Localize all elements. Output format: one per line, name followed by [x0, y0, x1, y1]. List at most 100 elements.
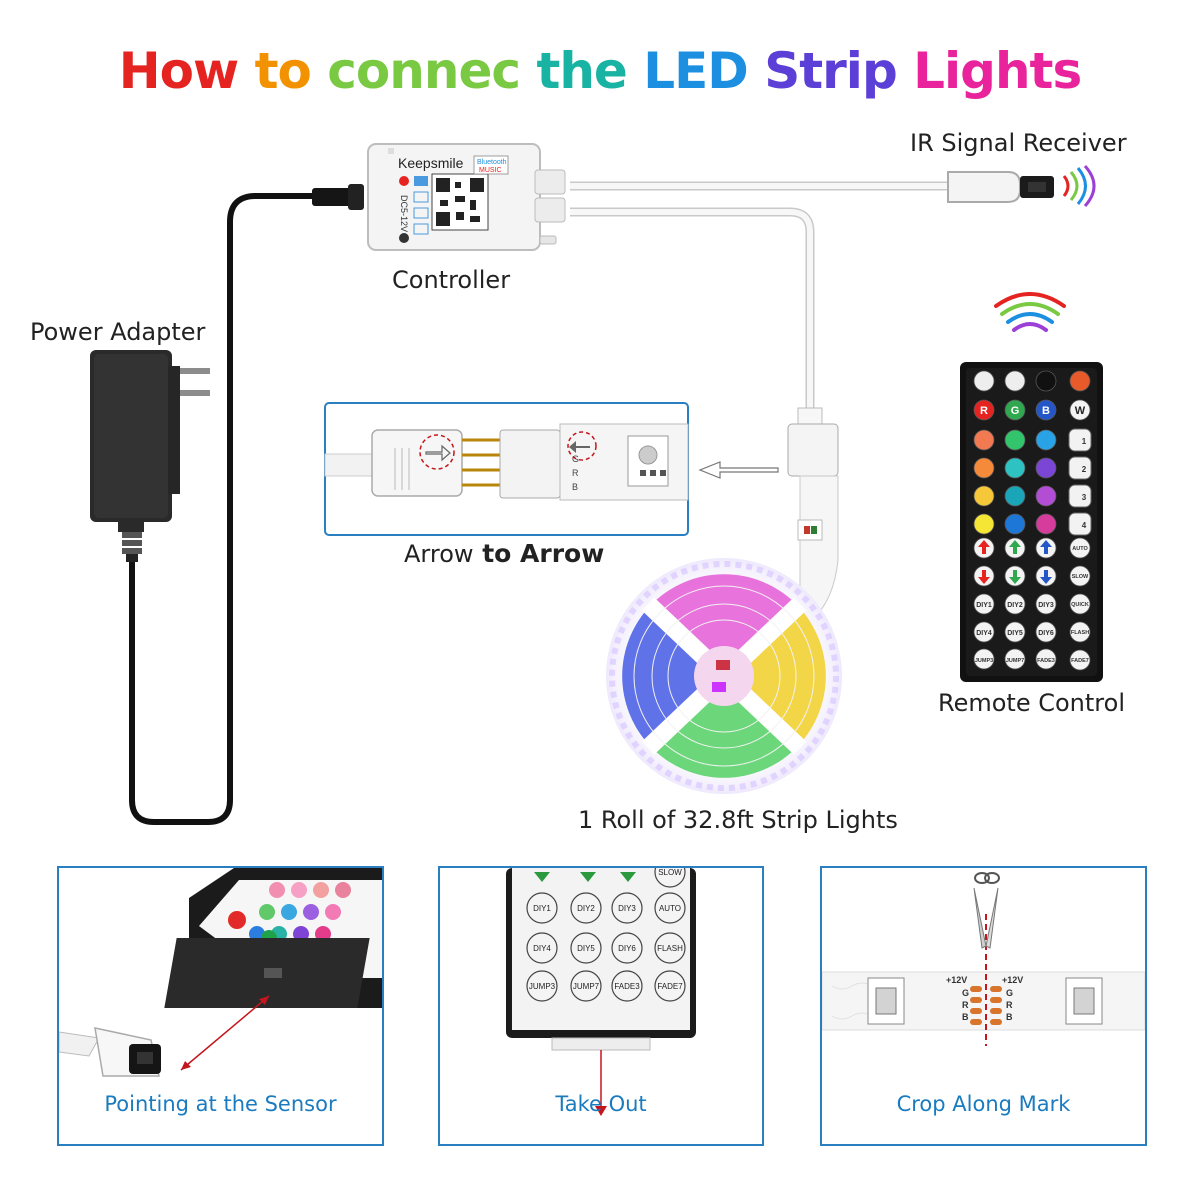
mode-key — [570, 970, 602, 1002]
color-key — [1035, 513, 1057, 535]
color-key — [1004, 513, 1026, 535]
mode-key-label: JUMP7 — [573, 982, 600, 991]
rgbw-key — [1004, 399, 1026, 421]
title-word: Lights — [913, 42, 1082, 100]
diy-key-label: DIY3 — [618, 904, 636, 913]
mode-key-label: FADE3 — [1037, 658, 1055, 664]
diy-key-label: DIY3 — [1038, 602, 1054, 609]
arrow-down-icon — [978, 570, 990, 584]
mode-key — [1035, 648, 1057, 670]
diy-key-label: DIY4 — [976, 630, 992, 637]
controller-badge-top: Bluetooth — [477, 159, 507, 166]
diy-key-label: DIY1 — [976, 602, 992, 609]
panel-caption: Take Out — [555, 1092, 647, 1116]
diy-key — [526, 892, 558, 924]
color-key — [973, 485, 995, 507]
rgbw-key — [1069, 399, 1091, 421]
pad-label: B — [962, 1012, 969, 1022]
mode-key — [973, 648, 995, 670]
wifi-signal-icon — [994, 292, 1066, 332]
ir-receiver-label: IR Signal Receiver — [910, 129, 1127, 157]
fc-icon — [414, 176, 428, 186]
mode-key — [1069, 565, 1091, 587]
mode-key-label: FADE7 — [657, 982, 683, 991]
diy-key-label: DIY6 — [618, 944, 636, 953]
rgbw-key-label: B — [1042, 405, 1050, 417]
remote-control-label: Remote Control — [938, 689, 1125, 717]
music-key — [1068, 456, 1092, 480]
pin-label: B — [572, 482, 578, 492]
brightness-down-key — [1004, 370, 1026, 392]
strip-roll-label: 1 Roll of 32.8ft Strip Lights — [578, 806, 898, 834]
diy-key — [973, 621, 995, 643]
mode-key — [1069, 621, 1091, 643]
title-word: the — [536, 42, 627, 100]
rgbw-key — [973, 399, 995, 421]
solder-pads — [970, 986, 1002, 1025]
arrow-down-icon — [1040, 570, 1052, 584]
mode-key-label: FLASH — [657, 944, 683, 953]
power-adapter-label: Power Adapter — [30, 318, 206, 346]
arrow-down-icon — [1009, 570, 1021, 584]
title-word: connec — [327, 42, 521, 100]
diy-key — [973, 593, 995, 615]
leaf-icon — [413, 207, 429, 219]
color-key — [973, 513, 995, 535]
mode-key-label: SLOW — [1072, 574, 1089, 580]
sensor-illustration — [59, 868, 382, 1077]
mode-key-label: SLOW — [658, 868, 682, 877]
ce-icon — [413, 191, 429, 203]
arrow-to-arrow-label: Arrow to Arrow — [404, 539, 604, 568]
mode-key — [1069, 537, 1091, 559]
pad-label: G — [962, 988, 969, 998]
mode-key — [1069, 649, 1091, 671]
diy-key — [1004, 621, 1026, 643]
controller-label: Controller — [392, 266, 511, 294]
rgbw-key-label: R — [980, 405, 988, 417]
mode-key — [654, 868, 686, 888]
panel-pointing-sensor: Pointing at the Sensor — [57, 866, 384, 1146]
color-key — [1004, 485, 1026, 507]
mode-key-label: JUMP3 — [529, 982, 556, 991]
pointing-arrow — [180, 995, 270, 1071]
pad-label: R — [962, 1000, 969, 1010]
diy-key — [611, 892, 643, 924]
dc-cable — [129, 193, 315, 825]
arrow-label-b: to Arrow — [473, 539, 605, 568]
music-key-label: 2 — [1082, 465, 1087, 474]
music-key-label: 3 — [1082, 493, 1087, 502]
arrow-mark-icon — [425, 444, 451, 462]
diy-key-label: DIY1 — [533, 904, 551, 913]
pad-label: R — [1006, 1000, 1013, 1010]
play-key — [1035, 370, 1057, 392]
panel-caption: Pointing at the Sensor — [104, 1092, 337, 1116]
arrow-up-icon — [1040, 540, 1052, 554]
arrow-up-icon — [978, 540, 990, 554]
key-triangle — [534, 872, 550, 882]
music-key-label: 1 — [1082, 437, 1087, 446]
music-key — [1068, 484, 1092, 508]
mode-key — [1004, 648, 1026, 670]
pin-label: R — [572, 468, 579, 478]
diy-key-label: DIY6 — [1038, 630, 1054, 637]
controller-box: Keepsmile Bluetooth MUSIC DC5-12V — [367, 143, 566, 251]
diy-key-label: DIY5 — [577, 944, 595, 953]
mode-key-label: FADE3 — [614, 982, 640, 991]
arrow-mark-icon — [569, 441, 590, 453]
power-adapter — [90, 350, 210, 562]
bin-icon — [413, 223, 429, 235]
title-word: How — [118, 42, 239, 100]
title-word: to — [254, 42, 312, 100]
color-key — [973, 429, 995, 451]
led-strip-roll — [606, 558, 842, 794]
dc-plug — [312, 188, 352, 206]
strip-cable — [570, 207, 815, 410]
diy-key — [1035, 621, 1057, 643]
crop-illustration: +12V +12V G G R R B B — [822, 872, 1145, 1046]
arrow-label-a: Arrow — [404, 540, 474, 568]
power-key — [1069, 370, 1091, 392]
diy-key-label: DIY2 — [1007, 602, 1023, 609]
diy-key — [1004, 593, 1026, 615]
